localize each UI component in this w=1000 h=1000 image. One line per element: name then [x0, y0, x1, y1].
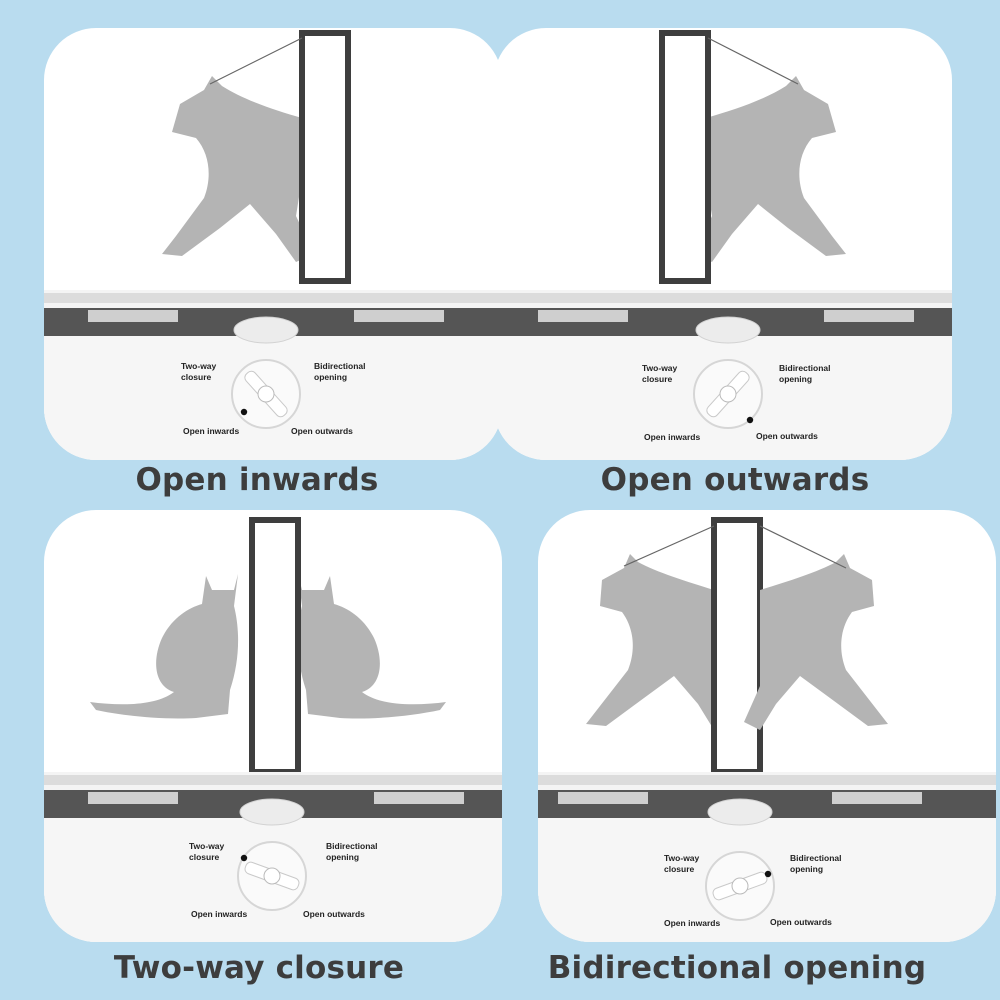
illustration-open-inwards [44, 30, 502, 460]
caption-open-inwards: Open inwards [135, 462, 379, 498]
dial-label-two-way: Two-way closure [642, 363, 678, 384]
dial-label-outwards: Open outwards [303, 909, 365, 919]
dial-label-inwards: Open inwards [183, 426, 240, 436]
panel-bidirectional-opening: Two-way closure Bidirectional opening Op… [538, 510, 996, 942]
dial-label-outwards: Open outwards [756, 431, 818, 441]
cat-silhouette [162, 76, 314, 262]
dial-label-bidirectional: Bidirectional opening [790, 853, 842, 874]
cat-silhouette [694, 76, 846, 262]
panel-two-way-closure: Two-way closure Bidirectional opening Op… [44, 510, 502, 942]
cat-flap-door [299, 30, 351, 284]
illustration-open-outwards [494, 30, 952, 460]
illustration-bidirectional-opening [538, 517, 996, 942]
dial-label-bidirectional: Bidirectional opening [314, 361, 366, 382]
caption-bidirectional-opening: Bidirectional opening [547, 950, 927, 986]
caption-open-outwards: Open outwards [600, 462, 870, 498]
cat-flap-door [711, 517, 763, 775]
dial-label-outwards: Open outwards [291, 426, 353, 436]
dial-label-bidirectional: Bidirectional opening [779, 363, 831, 384]
caption-two-way-closure: Two-way closure [113, 950, 405, 986]
cat-flap-door [249, 517, 301, 775]
panel-open-inwards: Two-way closure Bidirectional opening Op… [44, 28, 502, 460]
dial-label-two-way: Two-way closure [181, 361, 217, 382]
dial-label-inwards: Open inwards [191, 909, 248, 919]
illustration-two-way-closure [44, 517, 502, 942]
dial-label-inwards: Open inwards [664, 918, 721, 928]
cat-silhouette-right [297, 574, 446, 719]
cat-silhouette-right [744, 554, 888, 730]
dial-label-two-way: Two-way closure [664, 853, 700, 874]
dial-label-outwards: Open outwards [770, 917, 832, 927]
dial-label-bidirectional: Bidirectional opening [326, 841, 378, 862]
cat-silhouette-left [90, 574, 239, 719]
dial-label-inwards: Open inwards [644, 432, 701, 442]
cat-flap-door [659, 30, 711, 284]
dial-label-two-way: Two-way closure [189, 841, 225, 862]
panel-open-outwards: Two-way closure Bidirectional opening Op… [494, 28, 952, 460]
cat-silhouette-left [586, 554, 730, 730]
